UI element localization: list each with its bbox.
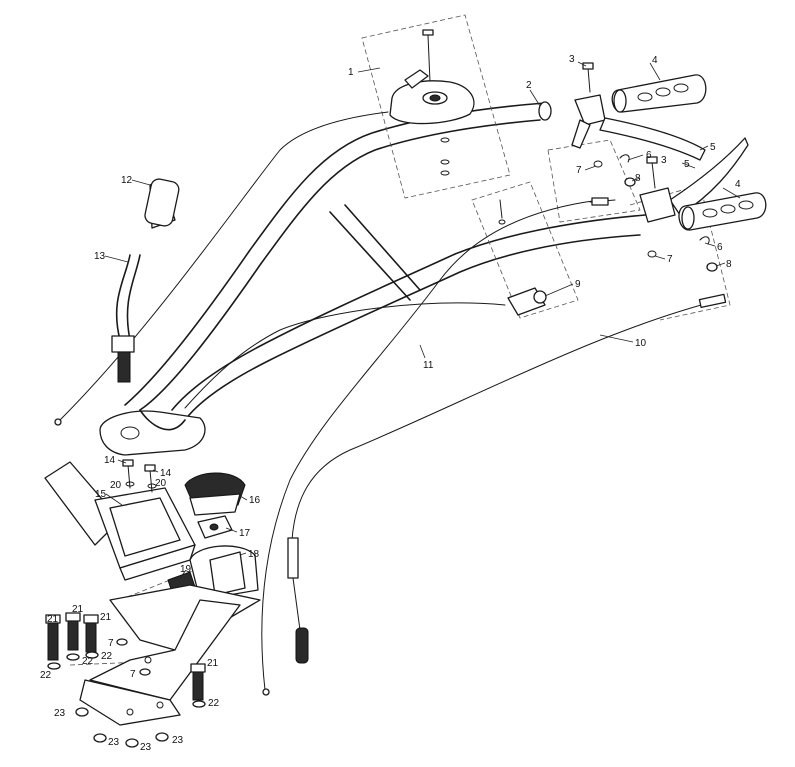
callout-21: 21 xyxy=(207,658,219,669)
callout-1: 1 xyxy=(348,67,354,78)
part-lever-lower xyxy=(669,137,749,216)
callout-15: 15 xyxy=(95,489,107,500)
callout-7: 7 xyxy=(576,165,582,176)
callout-3: 3 xyxy=(569,54,575,65)
part-gear-lever xyxy=(111,178,180,383)
callout-4: 4 xyxy=(735,179,741,190)
callout-21: 21 xyxy=(47,614,59,625)
callout-21: 21 xyxy=(100,612,112,623)
callout-23: 23 xyxy=(140,742,152,753)
mounting-plate xyxy=(99,410,206,456)
leader-lines xyxy=(104,61,741,579)
part-switch xyxy=(498,199,547,316)
callout-7: 7 xyxy=(667,254,673,265)
part-bolts-and-washers xyxy=(45,459,206,748)
part-slider xyxy=(197,515,233,539)
part-bracket-lower xyxy=(639,156,676,258)
callout-3: 3 xyxy=(661,155,667,166)
callout-5: 5 xyxy=(684,159,690,170)
callout-6: 6 xyxy=(717,242,723,253)
tube-end xyxy=(538,101,552,121)
callout-9: 9 xyxy=(575,279,581,290)
part-support-bracket xyxy=(79,584,261,726)
callout-6: 6 xyxy=(646,150,652,161)
callout-23: 23 xyxy=(108,737,120,748)
callout-22: 22 xyxy=(40,670,52,681)
part-lever-housing xyxy=(189,545,259,601)
callout-22: 22 xyxy=(208,698,220,709)
callout-19: 19 xyxy=(180,564,192,575)
callout-7: 7 xyxy=(108,638,114,649)
callout-17: 17 xyxy=(239,528,251,539)
callout-20: 20 xyxy=(155,478,167,489)
part-cover-box xyxy=(44,461,196,581)
callout-8: 8 xyxy=(635,173,641,184)
callout-labels: 1 2 3 3 4 4 5 5 6 6 7 7 7 7 8 8 9 10 11 … xyxy=(40,54,741,753)
callout-18: 18 xyxy=(248,549,260,560)
part-clips xyxy=(619,154,718,272)
callout-23: 23 xyxy=(172,735,184,746)
callout-14: 14 xyxy=(104,455,116,466)
callout-2: 2 xyxy=(526,80,532,91)
part-bracket-upper xyxy=(571,62,606,168)
callout-4: 4 xyxy=(652,55,658,66)
callout-22: 22 xyxy=(101,651,113,662)
part-grip-lower xyxy=(678,192,767,231)
callout-11: 11 xyxy=(423,360,434,371)
part-throttle-control xyxy=(389,29,475,176)
part-lever-upper xyxy=(599,117,706,161)
callout-23: 23 xyxy=(54,708,66,719)
callout-16: 16 xyxy=(249,495,261,506)
callout-14: 14 xyxy=(160,468,172,479)
callout-8: 8 xyxy=(726,259,732,270)
callout-22: 22 xyxy=(82,656,94,667)
callout-20: 20 xyxy=(110,480,122,491)
callout-21: 21 xyxy=(72,604,84,615)
callout-10: 10 xyxy=(635,338,647,349)
callout-5: 5 xyxy=(710,142,716,153)
part-gear-segment xyxy=(184,472,246,516)
callout-13: 13 xyxy=(94,251,106,262)
callout-12: 12 xyxy=(121,175,133,186)
part-grip-upper xyxy=(611,74,707,113)
callout-7: 7 xyxy=(130,669,136,680)
